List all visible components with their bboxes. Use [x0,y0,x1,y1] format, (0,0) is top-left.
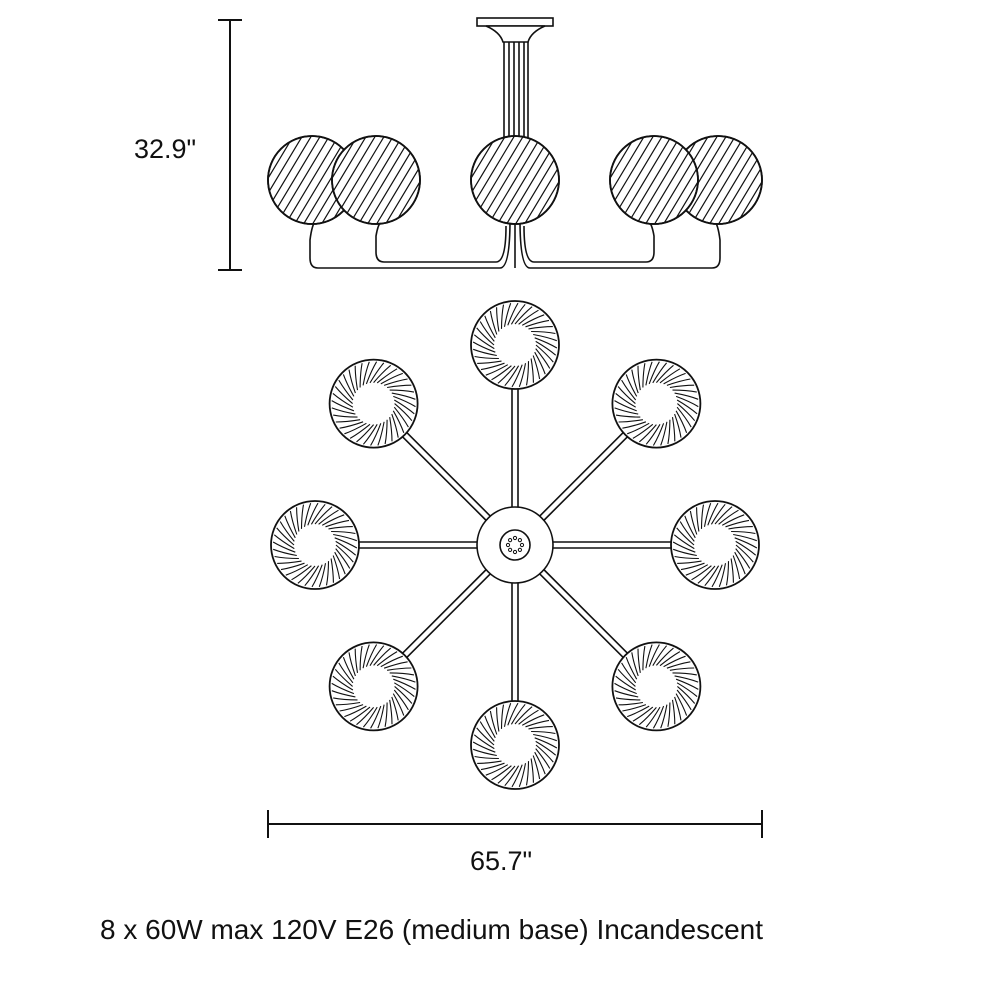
side-globe [470,135,560,225]
side-arms [309,210,721,269]
arm-line [406,573,491,658]
arm-line [543,436,628,521]
stem-rods [503,42,529,150]
arm-line [539,432,624,517]
width-dimension-line [267,810,763,838]
top-globe [470,700,560,790]
side-view [267,17,763,269]
top-globe [328,641,419,732]
height-label: 32.9" [134,134,197,164]
arm-line [402,436,487,521]
top-globe [328,358,419,449]
arm-line [539,573,624,658]
height-dimension-line [218,19,242,271]
top-view [270,300,760,790]
center-hub [476,506,554,584]
top-arms [359,389,671,701]
top-globes [270,300,760,790]
top-globe [611,358,702,449]
arm-line [543,569,628,654]
arm-line [406,432,491,517]
width-label: 65.7" [470,846,533,876]
top-globe [670,500,760,590]
spec-text: 8 x 60W max 120V E26 (medium base) Incan… [100,914,764,945]
ceiling-canopy [476,17,554,43]
arm-line [402,569,487,654]
top-globe [270,500,360,590]
top-globe [611,641,702,732]
side-globes [267,135,763,225]
top-globe [470,300,560,390]
